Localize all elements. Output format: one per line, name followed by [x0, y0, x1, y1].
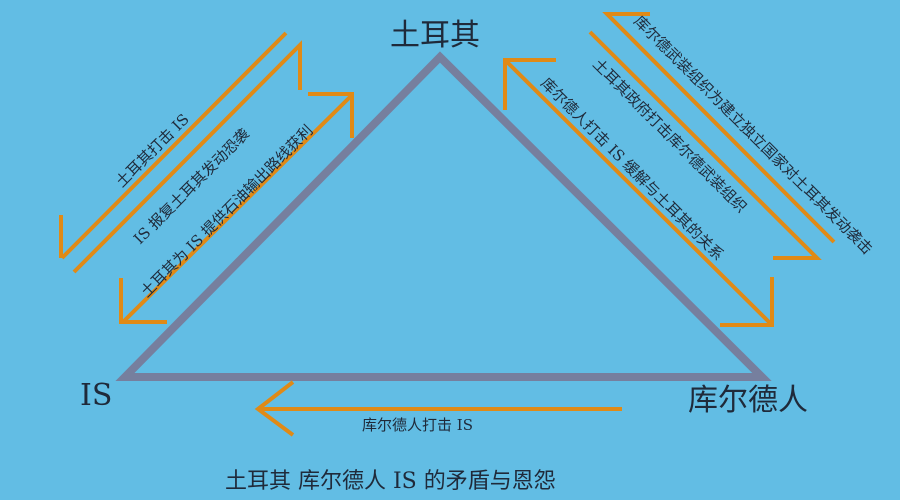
- triangle: [115, 51, 772, 381]
- node-kurds: 库尔德人: [688, 383, 808, 418]
- arrow-right-1: [602, 12, 836, 244]
- diagram-title: 土耳其 库尔德人 IS 的矛盾与恩怨: [225, 469, 556, 494]
- arrow-left-2: [72, 40, 302, 274]
- arrow-right-3: [503, 58, 774, 327]
- arrow-right-2: [588, 30, 822, 260]
- arrow-left-1: [59, 31, 288, 260]
- arrow-bottom: [254, 380, 622, 437]
- relation-bottom: 库尔德人打击 IS: [362, 416, 473, 434]
- node-is: IS: [80, 378, 112, 413]
- node-turkey: 土耳其: [390, 18, 480, 53]
- relation-left-1: 土耳其打击 IS: [112, 110, 193, 191]
- arrow-left-3: [119, 92, 354, 324]
